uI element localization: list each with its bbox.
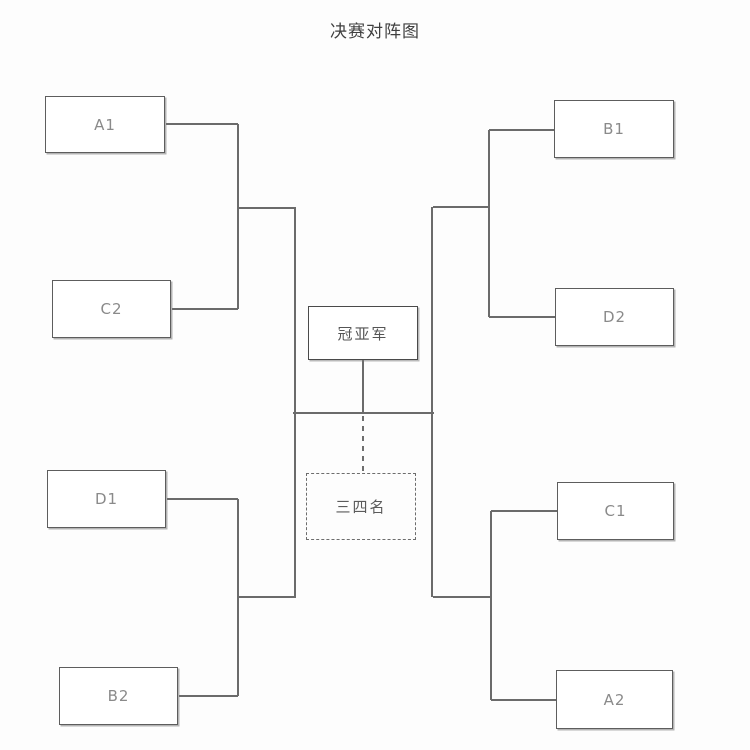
bracket-node-label: D1 <box>94 490 119 508</box>
bracket-node-c2[interactable]: C2 <box>52 280 171 338</box>
bracket-node-b1[interactable]: B1 <box>554 100 674 158</box>
bracket-node-label: C1 <box>604 502 627 520</box>
bracket-node-b2[interactable]: B2 <box>59 667 178 725</box>
bracket-node-label: B2 <box>107 687 130 705</box>
bracket-node-label: A1 <box>94 115 116 134</box>
page-title: 决赛对阵图 <box>330 22 420 42</box>
bracket-node-label: B1 <box>603 120 625 138</box>
third-place-match-node[interactable]: 三四名 <box>306 473 416 540</box>
bracket-node-d1[interactable]: D1 <box>47 470 166 528</box>
bracket-node-d2[interactable]: D2 <box>555 288 674 346</box>
bracket-node-a1[interactable]: A1 <box>45 96 165 153</box>
final-match-label: 冠亚军 <box>337 324 389 343</box>
final-match-node[interactable]: 冠亚军 <box>308 306 418 360</box>
bracket-node-label: C2 <box>100 300 123 318</box>
third-place-match-label: 三四名 <box>335 498 387 516</box>
bracket-node-c1[interactable]: C1 <box>557 482 674 540</box>
bracket-node-a2[interactable]: A2 <box>556 670 673 729</box>
bracket-node-label: D2 <box>602 308 627 326</box>
bracket-node-label: A2 <box>603 690 626 709</box>
